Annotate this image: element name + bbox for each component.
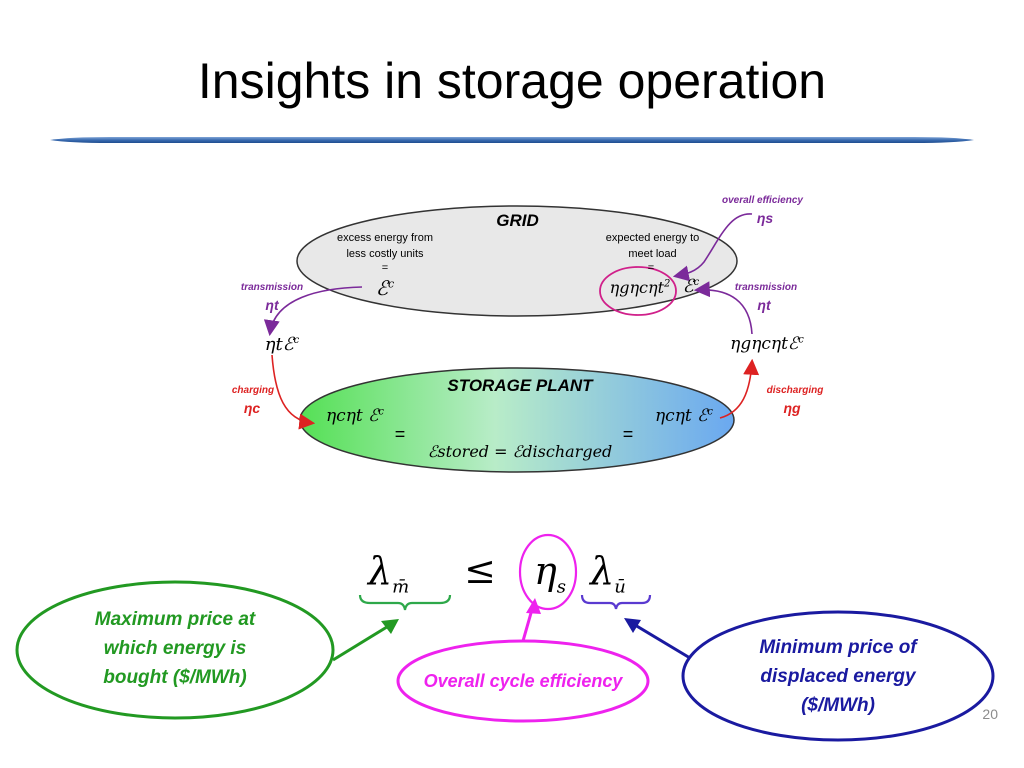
grid-label: GRID (496, 211, 539, 230)
grid-highlight-circle (599, 266, 677, 316)
right-transmission-label: transmission (734, 282, 798, 293)
slide-title: Insights in storage operation (197, 53, 827, 109)
min-price-text: Minimum price of displaced energy ($/MWh… (759, 637, 917, 716)
formula-lambda-u: λū (590, 549, 626, 598)
charging-label: charging (231, 385, 275, 396)
charging-arrow (271, 354, 316, 430)
discharging-label: discharging (766, 385, 824, 396)
formula-eta-s: ηs (533, 549, 567, 598)
left-transmission-label: transmission (240, 282, 304, 293)
right-transmission-arrow (693, 281, 753, 335)
storage-right-expr: ηcηt ℰc (654, 406, 714, 426)
left-transmission-symbol: ηt (265, 297, 279, 313)
cycle-efficiency-text: Overall cycle efficiency (423, 671, 623, 691)
storage-eq-1: = (394, 424, 406, 444)
page-number: 20 (982, 706, 998, 722)
grid-left-text-1: excess energy from (337, 232, 433, 244)
min-price-arrow (629, 620, 691, 660)
grid-right-tail: ℰc (682, 276, 700, 297)
grid-left-text-2: less costly units (346, 248, 424, 260)
grid-left-expr: ℰc (375, 276, 395, 300)
left-mid-expr: ηtℰc (264, 334, 300, 355)
discharging-symbol: ηg (783, 400, 801, 416)
left-transmission-arrow (263, 286, 363, 337)
grid-right-eq: = (647, 262, 655, 274)
formula-leq: ≤ (464, 548, 496, 592)
overall-efficiency-label: overall efficiency (722, 195, 803, 206)
grid-right-text-1: expected energy to (605, 232, 700, 244)
rhs-brace (580, 594, 652, 610)
formula-lambda-m: λm̄ (368, 549, 410, 598)
grid-left-eq: = (381, 262, 389, 274)
right-transmission-symbol: ηt (757, 297, 771, 313)
overall-efficiency-arrow (672, 213, 753, 282)
charging-symbol: ηc (243, 400, 261, 416)
grid-right-text-2: meet load (628, 248, 677, 260)
title-underline (50, 137, 974, 143)
min-price-bubble (681, 610, 995, 742)
lhs-brace (358, 594, 452, 611)
storage-plant-label: STORAGE PLANT (447, 376, 593, 395)
grid-right-expr: ηgηcηt2 (609, 278, 671, 297)
max-price-text: Maximum price at which energy is bought … (94, 609, 256, 688)
storage-center-expr: ℰstored = ℰdischarged (427, 442, 613, 461)
right-mid-expr: ηgηcηtℰc (730, 334, 804, 354)
max-price-arrow (332, 620, 396, 662)
discharging-arrow (719, 358, 760, 419)
grid-ellipse (296, 205, 738, 317)
max-price-bubble (15, 580, 335, 720)
eta-s-circle (518, 533, 578, 611)
storage-eq-2: = (622, 424, 634, 444)
storage-left-expr: ηcηt ℰc (325, 406, 385, 426)
overall-efficiency-symbol: ηs (756, 210, 774, 226)
